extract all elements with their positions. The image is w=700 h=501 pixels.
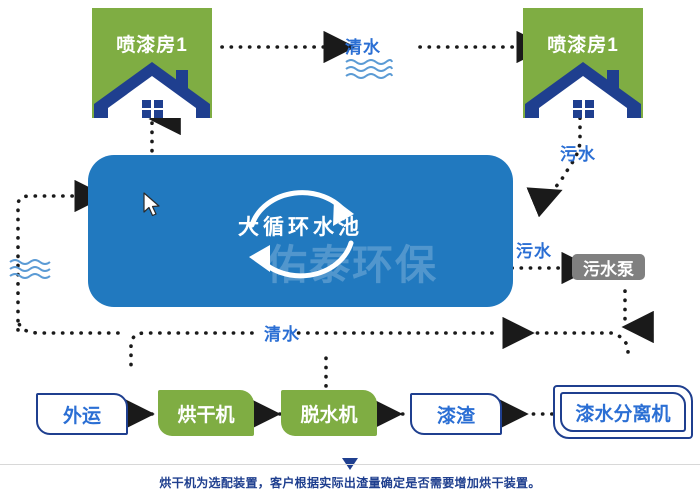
- house-icon: [525, 62, 641, 118]
- flow-label-waste-water-lower: 污水: [516, 242, 552, 261]
- pool-label: 大循环水池: [238, 216, 363, 239]
- paint-sludge[interactable]: 漆渣: [410, 393, 502, 435]
- waste-water-pump-label: 污水泵: [583, 259, 634, 279]
- dehydrator-label: 脱水机: [300, 404, 358, 426]
- house-icon: [94, 62, 210, 118]
- recycle-arrows-icon: [249, 190, 354, 279]
- footnote: 烘干机为选配装置，客户根据实际出渣量确定是否需要增加烘干装置。: [159, 476, 541, 490]
- paint-sludge-label: 漆渣: [436, 405, 475, 427]
- dryer-label: 烘干机: [177, 404, 235, 426]
- company-watermark: 佑泰环保: [266, 242, 438, 288]
- spray-booth-left-label: 喷漆房1: [116, 35, 188, 56]
- spray-booth-left[interactable]: 喷漆房1: [92, 8, 212, 118]
- flow-label-clean-water-top: 清水: [345, 38, 381, 57]
- dehydrator[interactable]: 脱水机: [281, 390, 377, 436]
- water-wave-icon: [345, 59, 393, 79]
- flow-label-waste-water-upper: 污水: [560, 145, 596, 164]
- outbound-transport[interactable]: 外运: [36, 393, 128, 435]
- waste-water-pump[interactable]: 污水泵: [572, 254, 645, 280]
- flow-label-clean-water-middle: 清水: [264, 325, 300, 344]
- spray-booth-right-label: 喷漆房1: [547, 35, 619, 56]
- water-wave-icon-left: [9, 259, 51, 279]
- circulation-pool[interactable]: 大循环水池 佑泰环保: [88, 155, 513, 307]
- paint-water-separator-label: 漆水分离机: [560, 392, 686, 432]
- dryer[interactable]: 烘干机: [158, 390, 254, 436]
- spray-booth-right[interactable]: 喷漆房1: [523, 8, 643, 118]
- paint-water-separator[interactable]: 漆水分离机: [553, 385, 693, 439]
- outbound-transport-label: 外运: [62, 405, 101, 427]
- note-divider: [0, 464, 700, 465]
